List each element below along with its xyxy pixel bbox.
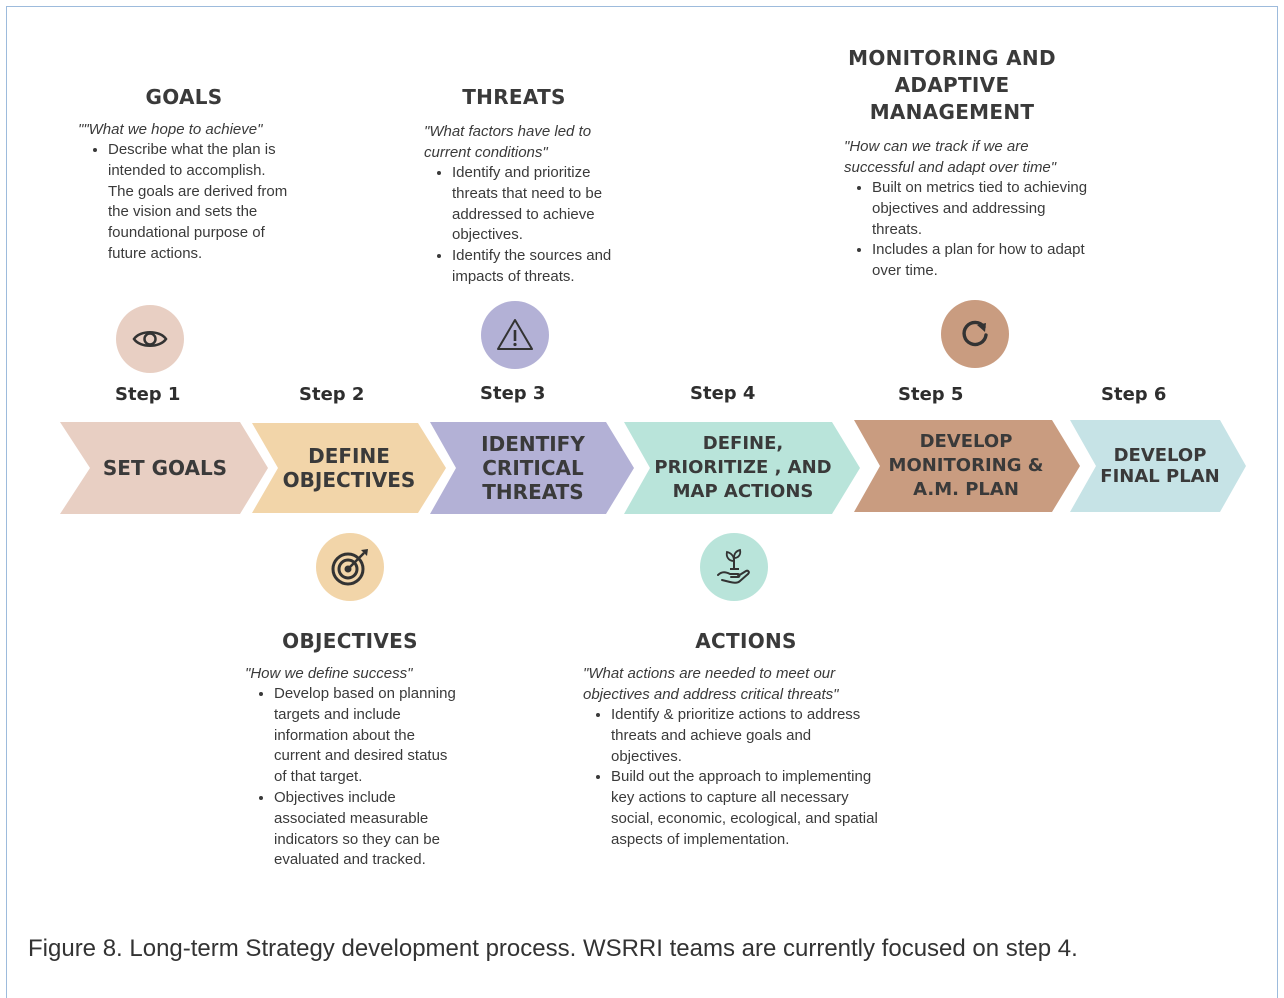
- goals-bullet: Describe what the plan is intended to ac…: [108, 140, 290, 265]
- step-2-label: Step 2: [299, 384, 365, 405]
- threats-quote: "What factors have led to current condit…: [424, 123, 592, 161]
- goals-bullets: Describe what the plan is intended to ac…: [78, 140, 290, 265]
- hand-plant-icon: [700, 533, 768, 601]
- goals-heading: GOALS: [145, 85, 223, 109]
- goals-quote: ""What we hope to achieve": [78, 121, 263, 138]
- target-icon: [316, 533, 384, 601]
- threats-heading: THREATS: [462, 85, 566, 109]
- step-3-label: Step 3: [480, 383, 546, 404]
- warning-icon: [481, 301, 549, 369]
- monitoring-bullets: Built on metrics tied to achieving objec…: [844, 178, 1088, 282]
- objectives-block: OBJECTIVES "How we define success" Devel…: [245, 628, 457, 871]
- refresh-icon: [941, 300, 1009, 368]
- monitoring-block: MONITORING AND ADAPTIVE MANAGEMENT "How …: [844, 45, 1088, 282]
- step-5-label: Step 5: [898, 384, 964, 405]
- actions-bullet: Build out the approach to implementing k…: [611, 767, 883, 850]
- monitoring-bullet: Includes a plan for how to adapt over ti…: [872, 240, 1088, 282]
- threats-bullet: Identify and prioritize threats that nee…: [452, 163, 634, 246]
- objectives-bullets: Develop based on planning targets and in…: [245, 684, 457, 871]
- step-4-label: Step 4: [690, 383, 756, 404]
- monitoring-bullet: Built on metrics tied to achieving objec…: [872, 178, 1088, 240]
- step-1-arrow: SET GOALS: [60, 420, 270, 516]
- step-3-text: IDENTIFY CRITICAL THREATS: [481, 432, 585, 504]
- threats-block: THREATS "What factors have led to curren…: [424, 84, 634, 288]
- objectives-quote: "How we define success": [245, 665, 413, 682]
- step-2-text: DEFINE OBJECTIVES: [282, 444, 416, 492]
- threats-bullets: Identify and prioritize threats that nee…: [424, 163, 634, 288]
- goals-block: GOALS ""What we hope to achieve" Describ…: [78, 84, 290, 265]
- step-4-arrow: DEFINE, PRIORITIZE , AND MAP ACTIONS: [624, 420, 862, 516]
- step-1-label: Step 1: [115, 384, 181, 405]
- actions-block: ACTIONS "What actions are needed to meet…: [583, 628, 883, 851]
- step-4-text: DEFINE, PRIORITIZE , AND MAP ACTIONS: [654, 433, 832, 502]
- step-6-label: Step 6: [1101, 384, 1167, 405]
- figure-frame: [6, 6, 1278, 998]
- objectives-heading: OBJECTIVES: [282, 629, 418, 653]
- actions-bullets: Identify & prioritize actions to address…: [583, 705, 883, 851]
- step-1-text: SET GOALS: [102, 456, 228, 480]
- actions-quote: "What actions are needed to meet our obj…: [583, 665, 839, 703]
- step-6-arrow: DEVELOP FINAL PLAN: [1070, 420, 1248, 516]
- step-3-arrow: IDENTIFY CRITICAL THREATS: [430, 420, 636, 516]
- figure-caption: Figure 8. Long-term Strategy development…: [28, 935, 1078, 962]
- objectives-bullet: Develop based on planning targets and in…: [274, 684, 457, 788]
- step-5-text: DEVELOP MONITORING & A.M. PLAN: [888, 431, 1044, 500]
- step-5-arrow: DEVELOP MONITORING & A.M. PLAN: [854, 420, 1082, 516]
- actions-bullet: Identify & prioritize actions to address…: [611, 705, 883, 767]
- step-2-arrow: DEFINE OBJECTIVES: [252, 420, 448, 516]
- actions-heading: ACTIONS: [695, 629, 797, 653]
- step-6-text: DEVELOP FINAL PLAN: [1100, 445, 1220, 487]
- monitoring-quote: "How can we track if we are successful a…: [844, 138, 1057, 176]
- eye-icon: [116, 305, 184, 373]
- threats-bullet: Identify the sources and impacts of thre…: [452, 246, 634, 288]
- objectives-bullet: Objectives include associated measurable…: [274, 788, 457, 871]
- monitoring-heading: MONITORING AND ADAPTIVE MANAGEMENT: [848, 46, 1056, 124]
